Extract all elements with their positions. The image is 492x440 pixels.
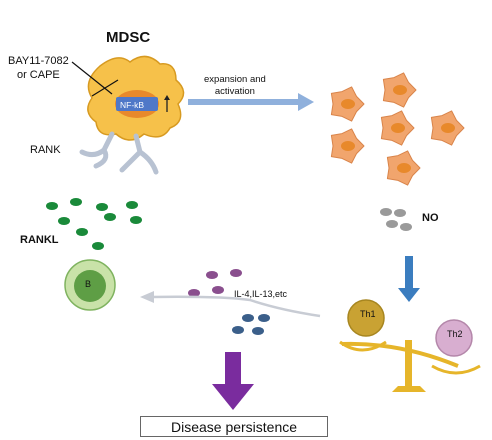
rank-receptor-right (119, 133, 159, 175)
scale-base (392, 386, 426, 392)
inhibitor-mark (71, 61, 119, 97)
expanded-mdsc-nucleus-5 (341, 141, 355, 151)
expansion-label-line1: expansion and (204, 74, 266, 85)
expanded-mdsc-nucleus-6 (397, 163, 411, 173)
expansion-label: expansion and activation (204, 74, 266, 98)
nfkb-label: NF-kB (120, 100, 145, 110)
nfkb-box (116, 97, 158, 111)
expanded-mdsc-nucleus-1 (341, 99, 355, 109)
scale-pan-left (339, 340, 387, 352)
il-to-b-cell-arrow (140, 291, 321, 318)
rankl-molecules (46, 198, 142, 250)
rankl-label: RANKL (20, 234, 59, 246)
inhibitor-label-line1: BAY11-7082 (8, 55, 69, 67)
expanded-mdsc-nucleus-3 (391, 123, 405, 133)
no-molecules (380, 208, 412, 231)
disease-persistence-box: Disease persistence (140, 416, 328, 437)
mdsc-label: MDSC (106, 29, 151, 46)
scale-pan-right (431, 364, 481, 375)
inhibitor-label: BAY11-7082 or CAPE (8, 54, 69, 82)
rank-receptors (79, 131, 159, 175)
expansion-arrow (188, 93, 314, 111)
th1-th2-balance (339, 299, 481, 392)
b-cell (64, 259, 116, 311)
inhibitor-label-line2: or CAPE (16, 69, 60, 81)
outcome-arrow (212, 352, 254, 410)
expanded-mdsc-nucleus-4 (441, 123, 455, 133)
b-cell-label: B (85, 279, 92, 289)
interleukin-label: IL-4,IL-13,etc (234, 289, 288, 299)
scale-post (405, 340, 412, 388)
th1-cell (347, 299, 385, 337)
expanded-mdsc-cluster (330, 72, 465, 186)
th2-cell (435, 319, 473, 357)
rank-receptor-left (79, 131, 115, 169)
expanded-mdsc-nucleus-2 (393, 85, 407, 95)
no-label: NO (422, 212, 439, 224)
scale-beam (341, 341, 459, 368)
expansion-label-line2: activation (214, 86, 255, 97)
th2-label: Th2 (447, 329, 463, 339)
no-to-balance-arrow (398, 256, 420, 302)
mdsc-cell (87, 55, 185, 141)
nfkb-up-arrowhead (164, 95, 170, 100)
interleukin-molecules (188, 269, 270, 335)
th1-label: Th1 (360, 309, 376, 319)
rank-label: RANK (30, 144, 61, 156)
